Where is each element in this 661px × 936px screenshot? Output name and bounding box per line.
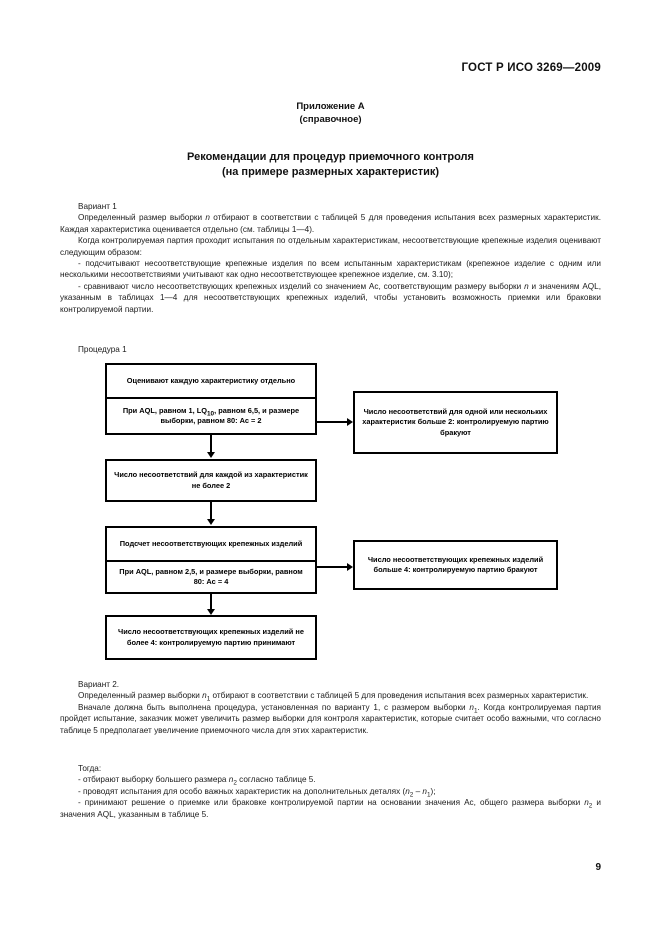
variant2-bullet2-sub2: 1: [426, 791, 431, 799]
variant1-section: Вариант 1 Определенный размер выборки n …: [60, 201, 601, 315]
flow-box-nonconformities-per-characteristic: Число несоответствий для каждой из харак…: [105, 459, 317, 502]
variant2-then-section: Тогда: - отбирают выборку большего разме…: [60, 763, 601, 820]
flow-box-reject-fasteners: Число несоответствующих крепежных издели…: [353, 540, 558, 590]
variant1-para1-a: Определенный размер выборки: [78, 213, 206, 223]
variant2-para1-a: Определенный размер выборки: [78, 691, 203, 701]
variant2-para2: Вначале должна быть выполнена процедура,…: [60, 702, 601, 736]
flow-box3-text: Число несоответствий для каждой из харак…: [114, 470, 308, 490]
variant1-bullet1: - подсчитывают несоответствующие крепежн…: [60, 259, 601, 280]
variant1-bullet2: - сравнивают число несоответствующих кре…: [60, 281, 601, 315]
variant2-bullet2-var1: n: [405, 786, 410, 796]
flow-arrow-box1-to-box2: [317, 421, 347, 423]
variant2-bullet1-sub: 2: [233, 780, 237, 788]
variant1-para1: Определенный размер выборки n отбирают в…: [60, 212, 601, 235]
appendix-label: Приложение А: [296, 101, 365, 112]
variant2-para1-sub: 1: [206, 696, 211, 704]
variant2-then-label: Тогда:: [78, 764, 102, 773]
flow-box-evaluate-each-characteristic: Оценивают каждую характеристику отдельно…: [105, 363, 317, 435]
flow-box2-text: Число несоответствий для одной или неско…: [362, 406, 549, 437]
variant2-bullet2-sub1: 2: [409, 791, 414, 799]
variant1-bullet2-a: - сравнивают число несоответствующих кре…: [78, 281, 525, 291]
procedure-label: Процедура 1: [78, 345, 127, 354]
variant2-para1-var: n: [202, 691, 207, 701]
flow-arrowhead-box1-to-box3: [207, 452, 215, 458]
flow-box5-text: Число несоответствующих крепежных издели…: [367, 554, 544, 575]
flow-arrow-box4-to-box6: [210, 594, 212, 611]
flow-arrowhead-box1-to-box2: [347, 418, 353, 426]
flow-box-reject-characteristics: Число несоответствий для одной или неско…: [353, 391, 558, 454]
variant2-bullet3-b: и значения AQL, указанным в таблице 5.: [60, 798, 601, 819]
flow-arrowhead-box4-to-box6: [207, 609, 215, 615]
variant2-para2-var: n: [469, 702, 474, 712]
page-number: 9: [595, 862, 601, 873]
variant2-para2-sub: 1: [473, 707, 478, 715]
variant2-bullet2-a: - проводят испытания для особо важных ха…: [78, 786, 406, 796]
variant1-para1-b: отбирают в соответствии с таблицей 5 для…: [60, 213, 601, 234]
page-title-line1: Рекомендации для процедур приемочного ко…: [187, 151, 474, 163]
variant1-bullet2-b: и значениям AQL, указанным в таблицах 1—…: [60, 281, 601, 314]
variant2-para2-a: Вначале должна быть выполнена процедура,…: [78, 702, 470, 712]
page-title-line2: (на примере размерных характеристик): [221, 166, 440, 178]
variant2-section: Вариант 2. Определенный размер выборки n…: [60, 679, 601, 736]
variant2-bullet1-b: согласно таблице 5.: [236, 775, 316, 785]
variant2-bullet2-b: );: [430, 786, 436, 796]
variant2-bullet3-var: n: [584, 798, 589, 808]
variant2-bullet1: - отбирают выборку большего размера n2 с…: [60, 774, 601, 788]
page-title: Рекомендации для процедур приемочного ко…: [0, 150, 661, 180]
flow-arrow-box3-to-box4: [210, 502, 212, 521]
flow-arrow-box1-to-box3: [210, 435, 212, 454]
flow-box-count-nonconforming-fasteners: Подсчет несоответствующих крепежных изде…: [105, 526, 317, 594]
variant2-bullet3-sub: 2: [588, 802, 593, 810]
variant2-para1-b: отбирают в соответствии с таблицей 5 для…: [210, 691, 589, 701]
variant2-para2-b: . Когда контролируемая партия пройдет ис…: [60, 702, 601, 735]
variant2-bullet3-a: - принимают решение о приемке или браков…: [78, 798, 585, 808]
variant2-bullet3: - принимают решение о приемке или браков…: [60, 797, 601, 820]
variant2-para1: Определенный размер выборки n1 отбирают …: [60, 690, 601, 704]
variant1-heading: Вариант 1: [78, 202, 117, 211]
flow-box1-bottom-text: При AQL, равном 1, LQ10, равном 6,5, и р…: [107, 397, 315, 433]
flow-box-accept-lot: Число несоответствующих крепежных издели…: [105, 615, 317, 660]
flow-arrowhead-box3-to-box4: [207, 519, 215, 525]
flow-box1-aql-sub: 10: [207, 409, 215, 417]
flow-arrow-box4-to-box5: [317, 566, 347, 568]
flow-box6-text: Число несоответствующих крепежных издели…: [118, 627, 304, 647]
flow-box4-bottom-text: При AQL, равном 2,5, и размере выборки, …: [107, 560, 315, 592]
variant1-para2: Когда контролируемая партия проходит исп…: [60, 236, 601, 257]
appendix-block: Приложение А (справочное): [0, 100, 661, 126]
variant2-bullet1-a: - отбирают выборку большего размера: [78, 775, 229, 785]
variant2-bullet2-mid: –: [413, 786, 423, 796]
variant1-bullet2-var: n: [524, 281, 529, 291]
flow-box4-top-text: Подсчет несоответствующих крепежных изде…: [119, 538, 303, 548]
appendix-kind: (справочное): [299, 114, 362, 125]
flow-box1-aql-b: , равном 6,5, и размере выборки, равном …: [160, 405, 300, 426]
variant1-para1-var: n: [205, 213, 210, 223]
flow-box1-top-text: Оценивают каждую характеристику отдельно: [126, 375, 296, 385]
flow-box1-aql-a: При AQL, равном 1, LQ: [122, 405, 207, 415]
flow-arrowhead-box4-to-box5: [347, 563, 353, 571]
document-header: ГОСТ Р ИСО 3269—2009: [461, 62, 601, 74]
variant2-heading: Вариант 2.: [78, 680, 120, 689]
variant2-bullet1-var: n: [228, 775, 234, 785]
variant2-bullet2: - проводят испытания для особо важных ха…: [60, 786, 601, 799]
variant2-bullet2-var2: n: [422, 786, 427, 796]
